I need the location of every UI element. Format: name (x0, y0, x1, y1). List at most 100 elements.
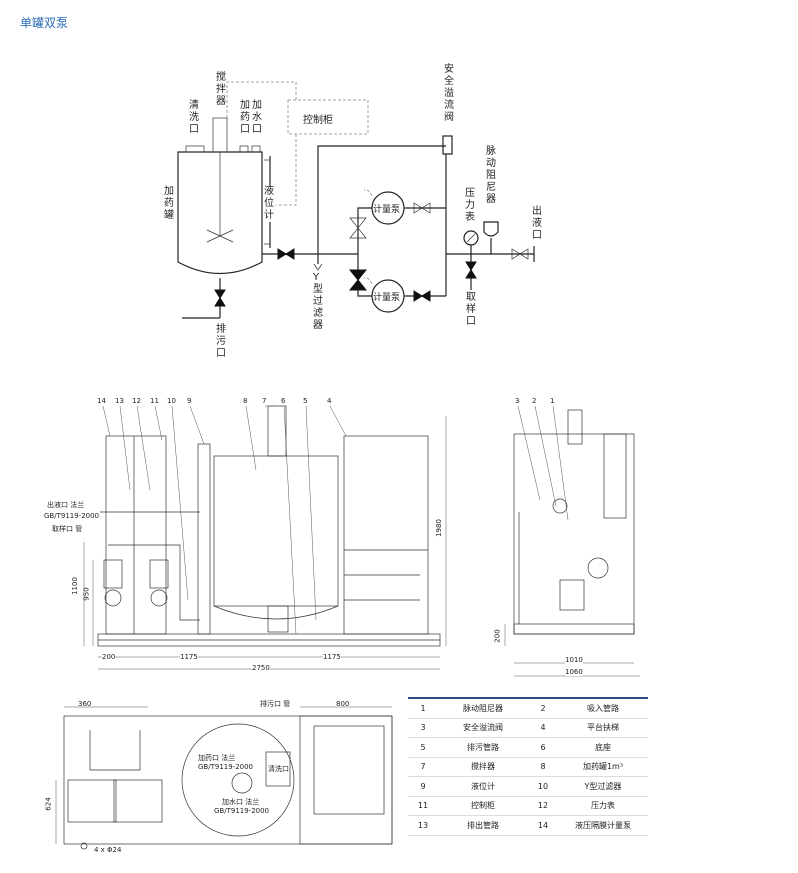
valve-icon (277, 248, 295, 260)
process-schematic (177, 81, 535, 319)
part-number: 8 (528, 757, 558, 777)
pump-b-front (149, 559, 169, 589)
side-view (504, 405, 640, 677)
label-dosing-flange: 加药口 法兰 (198, 754, 236, 762)
front-piping (108, 544, 200, 621)
part-number: 10 (528, 776, 558, 797)
callout-3: 3 (515, 397, 520, 405)
label-level-gauge: 液位计 (264, 186, 276, 222)
water-port-shape (251, 145, 261, 153)
callout-5: 5 (303, 397, 308, 405)
callout-13: 13 (115, 397, 124, 405)
label-safety-relief-valve: 安全溢流阀 (444, 64, 454, 123)
part-number: 5 (408, 737, 438, 758)
pump-top-arc (363, 189, 373, 197)
agitator-front (267, 405, 287, 457)
part-name: 平台扶梯 (558, 718, 648, 738)
pump-top-valve-icon (413, 202, 431, 214)
dim-360: 360 (78, 700, 92, 708)
dim-1010: 1010 (565, 656, 583, 664)
callout-2: 2 (532, 397, 537, 405)
part-name: 加药罐1m³ (558, 757, 648, 777)
label-outlet-std: GB/T9119-2000 (44, 512, 100, 520)
part-number: 11 (408, 796, 438, 816)
pump-a-head (104, 589, 122, 607)
part-name: 控制柜 (438, 796, 528, 816)
part-name: 搅拌器 (438, 757, 528, 777)
part-number: 9 (408, 776, 438, 797)
top-view (55, 706, 393, 850)
pump-bottom-arc (363, 277, 373, 285)
relief-valve-shape (442, 135, 453, 155)
label-agitator: 搅拌器 (216, 72, 226, 107)
callout-8: 8 (243, 397, 248, 405)
tank-top-circle (181, 723, 295, 837)
leader-10 (171, 405, 189, 601)
dosing-tank-shape (177, 151, 263, 275)
part-name: 脉动阻尼器 (438, 698, 528, 719)
part-number: 14 (528, 815, 558, 836)
part-name: Y型过滤器 (558, 776, 648, 797)
drain-valve-icon (214, 289, 226, 307)
check-valve-bottom-icon (348, 269, 368, 291)
front-view (83, 405, 447, 670)
dosing-port-shape (239, 145, 249, 153)
callout-1: 1 (550, 397, 555, 405)
leader-13 (119, 405, 131, 491)
part-name: 液位计 (438, 776, 528, 797)
pump-line-bottom-in (357, 254, 372, 297)
dim-1175-b: 1175 (323, 653, 341, 661)
pump-b-head (150, 589, 168, 607)
platform-ladder-front (343, 435, 429, 635)
callout-12: 12 (132, 397, 141, 405)
leader-4 (329, 405, 347, 437)
outlet-valve-icon (511, 248, 529, 260)
side-agitator (567, 409, 583, 445)
control-wire-b (270, 134, 297, 206)
callout-14: 14 (97, 397, 106, 405)
callout-10: 10 (167, 397, 176, 405)
side-base (513, 623, 635, 635)
label-dosing-tank: 加药罐 (164, 186, 174, 221)
dim-200: 200 (102, 653, 116, 661)
leader-5 (305, 405, 317, 621)
label-sampling-port: 取样口 (466, 292, 476, 327)
label-clean-port-top: 清洗口 (268, 765, 289, 773)
dim-200-side: 200 (493, 629, 502, 643)
pulsation-damper-icon (483, 221, 499, 237)
leader-2 (534, 405, 557, 507)
leader-1 (552, 405, 569, 521)
gauge-needle (466, 233, 476, 243)
pump-a-top (67, 779, 117, 823)
pump-a-front (103, 559, 123, 589)
control-cabinet-front (105, 435, 167, 635)
page-title: 单罐双泵 (20, 16, 69, 30)
label-water-std: GB/T9119-2000 (214, 807, 270, 815)
dim-2750: 2750 (252, 664, 270, 672)
part-number: 13 (408, 815, 438, 836)
part-number: 3 (408, 718, 438, 738)
label-pulsation-damper: 脉动阻尼器 (486, 146, 496, 205)
label-pump-bottom: 计量泵 (373, 293, 401, 303)
sampling-valve-icon (465, 261, 477, 279)
callout-7: 7 (262, 397, 267, 405)
label-water-flange: 加水口 法兰 (222, 798, 260, 806)
label-cleaning-port: 清洗口 (189, 100, 199, 135)
label-pressure-gauge: 压力表 (465, 188, 475, 223)
label-drain: 排污口 (216, 324, 226, 359)
label-control-cabinet: 控制柜 (303, 115, 333, 126)
cleaning-port-shape (185, 145, 205, 153)
level-gauge-front (197, 443, 211, 635)
part-number: 6 (528, 737, 558, 758)
label-water-port: 加水口 (252, 100, 262, 135)
part-number: 7 (408, 757, 438, 777)
dim-1980: 1980 (434, 519, 443, 537)
callout-11: 11 (150, 397, 159, 405)
label-outlet: 出液口 (532, 206, 542, 241)
tank-front (213, 455, 339, 607)
